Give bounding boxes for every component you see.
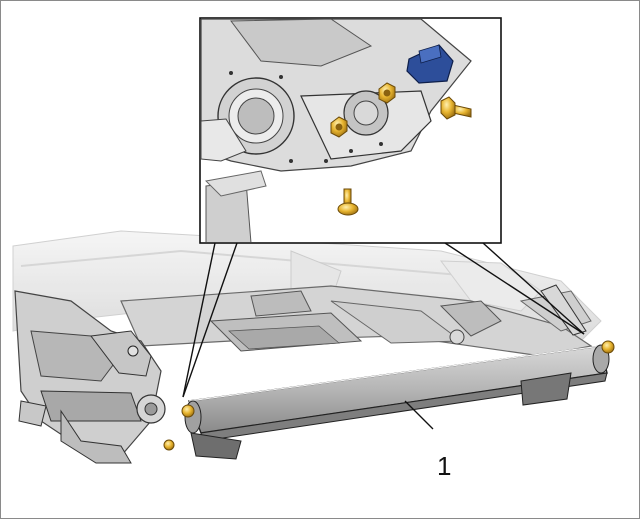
nut-icon — [181, 404, 195, 418]
detail-inset — [199, 17, 502, 244]
left-side-mechanism — [14, 290, 166, 464]
callout-label-1: 1 — [437, 451, 452, 481]
callout-leader-1 — [404, 400, 434, 430]
detail-leader-lines — [182, 242, 585, 398]
nut-icon — [378, 82, 396, 104]
main-view-fasteners — [163, 340, 615, 451]
connector-plug-icon — [406, 44, 454, 84]
seat-frame-crossbar — [184, 344, 610, 460]
bolt-icon — [337, 188, 359, 216]
nut-icon — [330, 116, 348, 138]
bolt-icon — [440, 96, 472, 120]
nut-icon — [163, 439, 175, 451]
seat-pan-frame — [120, 284, 593, 357]
nut-icon — [601, 340, 615, 354]
